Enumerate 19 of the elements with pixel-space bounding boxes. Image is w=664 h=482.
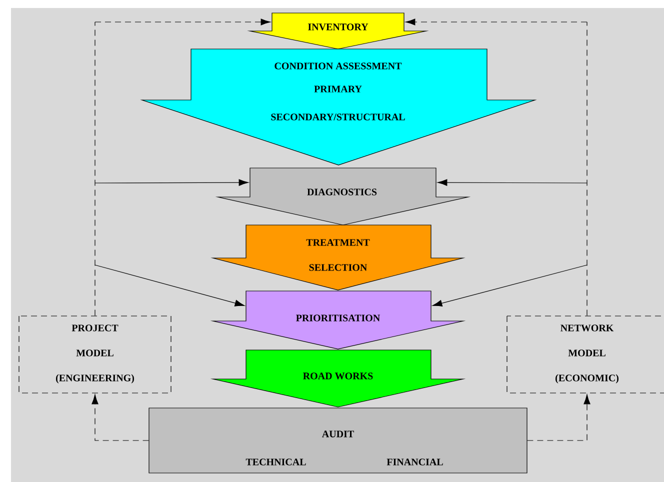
arrow [94,264,245,306]
arrow [526,394,590,441]
arrow [94,179,249,186]
process-block: TREATMENT SELECTION [210,224,466,290]
process-block: INVENTORY [247,12,429,50]
arrow [405,18,588,26]
process-block: PRIORITISATION [210,290,466,350]
arrow [94,18,271,26]
process-block: DIAGNOSTICS [215,168,471,226]
model-box: PROJECT MODEL (ENGINEERING) [18,316,172,394]
process-block: CONDITION ASSESSMENT PRIMARY SECONDARY/STRUCTURAL [140,48,537,166]
dashed-line [94,22,96,316]
model-box: NETWORK MODEL (ECONOMIC) [506,316,664,394]
process-block: ROAD WORKS [210,350,466,408]
audit-box: AUDIT TECHNICAL FINANCIAL [148,408,528,474]
arrow [432,264,588,306]
arrow [437,179,588,186]
dashed-line [586,22,588,316]
arrow [92,394,150,441]
